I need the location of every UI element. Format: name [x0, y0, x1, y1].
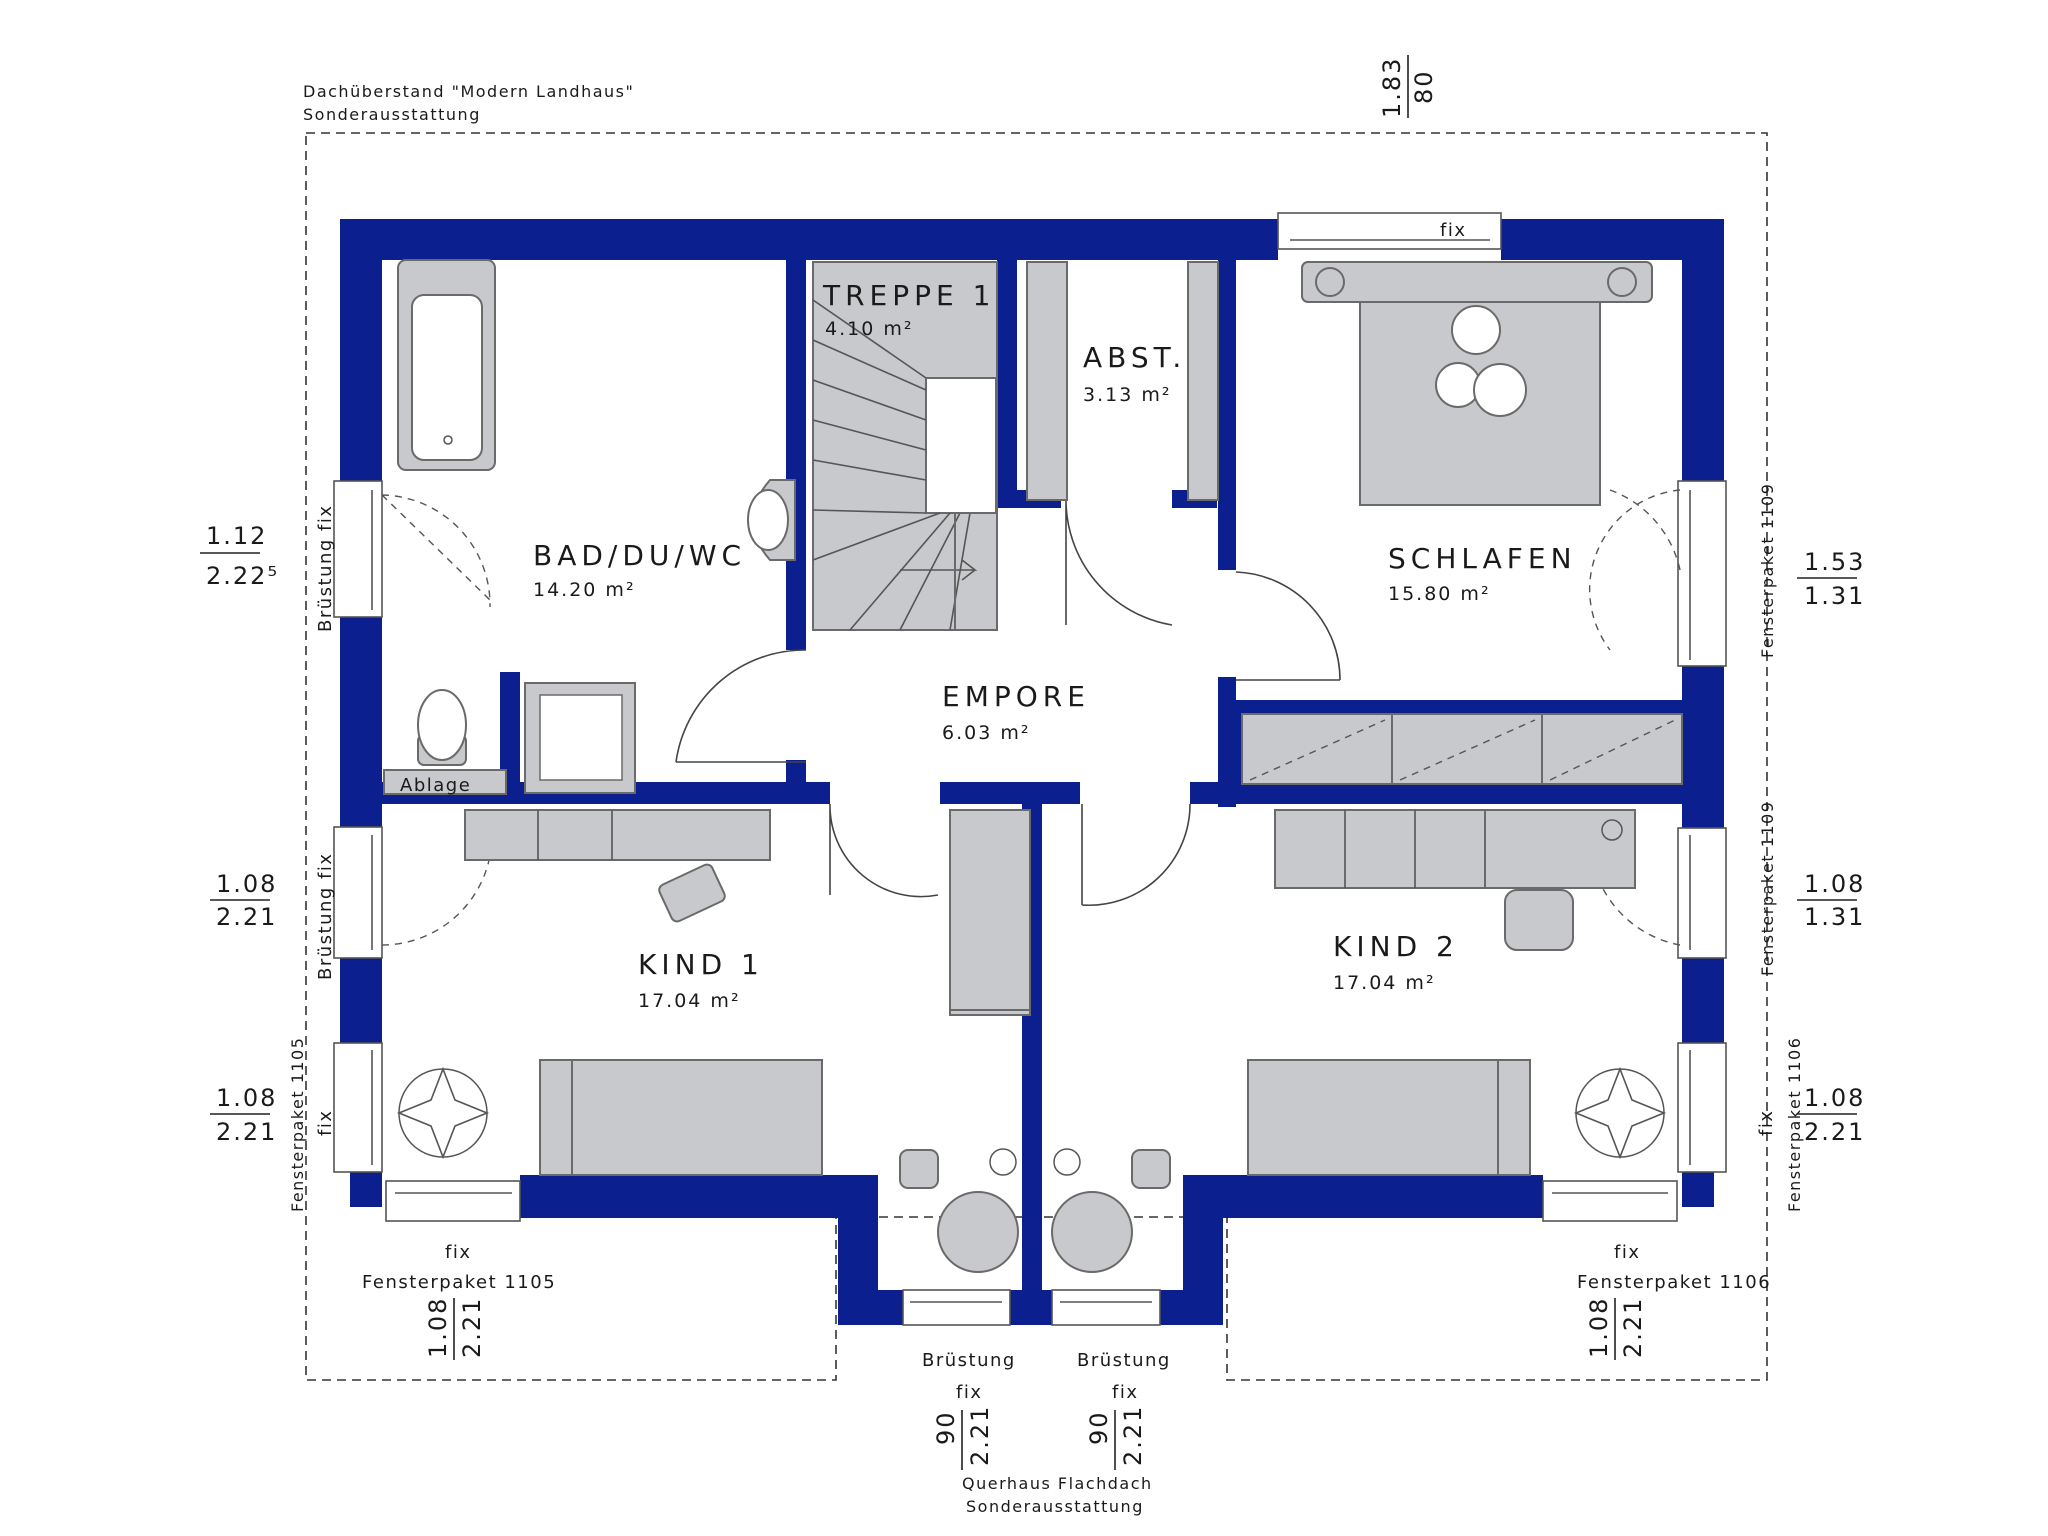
dim-left-middle-top: 1.08	[216, 870, 277, 898]
window-label-fix-right-side: fix	[1756, 1110, 1777, 1137]
dim-bottom-right-first: 1.08	[1585, 1297, 1613, 1358]
room-area-abst: 3.13 m²	[1083, 384, 1171, 406]
dim-bottom-center-right-second: 2.21	[1119, 1405, 1147, 1466]
bay-label-fix-left: fix	[956, 1382, 983, 1403]
bay-label-fix-right: fix	[1112, 1382, 1139, 1403]
room-area-schlafen: 15.80 m²	[1388, 583, 1491, 605]
roof-overhang-note: Dachüberstand "Modern Landhaus"	[303, 82, 634, 101]
window-package-1105-side: Fensterpaket 1105	[288, 1037, 307, 1212]
dim-bottom-center-right-first: 90	[1085, 1410, 1113, 1445]
dim-bottom-right-second: 2.21	[1619, 1297, 1647, 1358]
bay-label-bruestung-right: Brüstung	[1077, 1350, 1171, 1371]
room-area-empore: 6.03 m²	[942, 722, 1030, 744]
dim-left-upper-top: 1.12	[206, 522, 267, 550]
dim-bottom-left-first: 1.08	[424, 1297, 452, 1358]
window-package-1109-lower: Fensterpaket 1109	[1758, 801, 1777, 976]
window-package-1109-upper: Fensterpaket 1109	[1758, 483, 1777, 658]
dim-left-lower-top: 1.08	[216, 1084, 277, 1112]
dim-right-upper-bottom: 1.31	[1804, 582, 1865, 610]
room-name-kind1: KIND 1	[638, 948, 764, 981]
bay-label-bruestung-left: Brüstung	[922, 1350, 1016, 1371]
windows	[333, 212, 1727, 1326]
dim-left-lower-bottom: 2.21	[216, 1118, 277, 1146]
room-name-treppe: TREPPE 1	[822, 279, 995, 312]
dim-bottom-center-left-first: 90	[932, 1410, 960, 1445]
window-label-fix-top: fix	[1440, 220, 1467, 241]
dim-top-second: 80	[1410, 69, 1438, 104]
annotations: Dachüberstand "Modern Landhaus" Sonderau…	[288, 82, 1804, 1516]
dim-top-first: 1.83	[1378, 57, 1406, 118]
dim-left-middle-bottom: 2.21	[216, 903, 277, 931]
roof-overhang-note-sub: Sonderausstattung	[303, 105, 481, 124]
furniture	[383, 259, 1683, 1273]
dim-right-middle-bottom: 1.31	[1804, 903, 1865, 931]
room-area-kind1: 17.04 m²	[638, 990, 741, 1012]
window-package-1105: Fensterpaket 1105	[362, 1272, 556, 1293]
room-name-abst: ABST.	[1083, 341, 1186, 374]
window-label-bruestung-fix-2: Brüstung fix	[315, 852, 336, 980]
room-area-kind2: 17.04 m²	[1333, 972, 1436, 994]
room-name-empore: EMPORE	[942, 680, 1090, 713]
dim-right-middle-top: 1.08	[1804, 870, 1865, 898]
window-label-bruestung-fix-1: Brüstung fix	[315, 504, 336, 632]
dim-bottom-center-left-second: 2.21	[966, 1405, 994, 1466]
room-area-treppe: 4.10 m²	[825, 318, 913, 340]
dim-left-upper-bottom: 2.22⁵	[206, 562, 279, 590]
window-label-fix-left: fix	[445, 1242, 472, 1263]
room-name-kind2: KIND 2	[1333, 930, 1459, 963]
room-area-bad: 14.20 m²	[533, 579, 636, 601]
cross-house-note: Querhaus Flachdach	[962, 1474, 1153, 1493]
dim-bottom-left-second: 2.21	[458, 1297, 486, 1358]
dimensions: 1.12 2.22⁵ 1.08 2.21 1.08 2.21 1.53 1.31…	[200, 55, 1865, 1470]
room-name-bad: BAD/DU/WC	[533, 539, 746, 572]
dim-right-upper-top: 1.53	[1804, 548, 1865, 576]
ablage-label: Ablage	[400, 775, 471, 796]
window-package-1106: Fensterpaket 1106	[1577, 1272, 1771, 1293]
window-label-fix-right: fix	[1614, 1242, 1641, 1263]
window-label-fix-left-side: fix	[315, 1110, 336, 1137]
window-package-1106-side: Fensterpaket 1106	[1785, 1037, 1804, 1212]
cross-house-note-sub: Sonderausstattung	[966, 1497, 1144, 1516]
room-name-schlafen: SCHLAFEN	[1388, 542, 1577, 575]
dim-right-lower-bottom: 2.21	[1804, 1118, 1865, 1146]
dim-right-lower-top: 1.08	[1804, 1084, 1865, 1112]
